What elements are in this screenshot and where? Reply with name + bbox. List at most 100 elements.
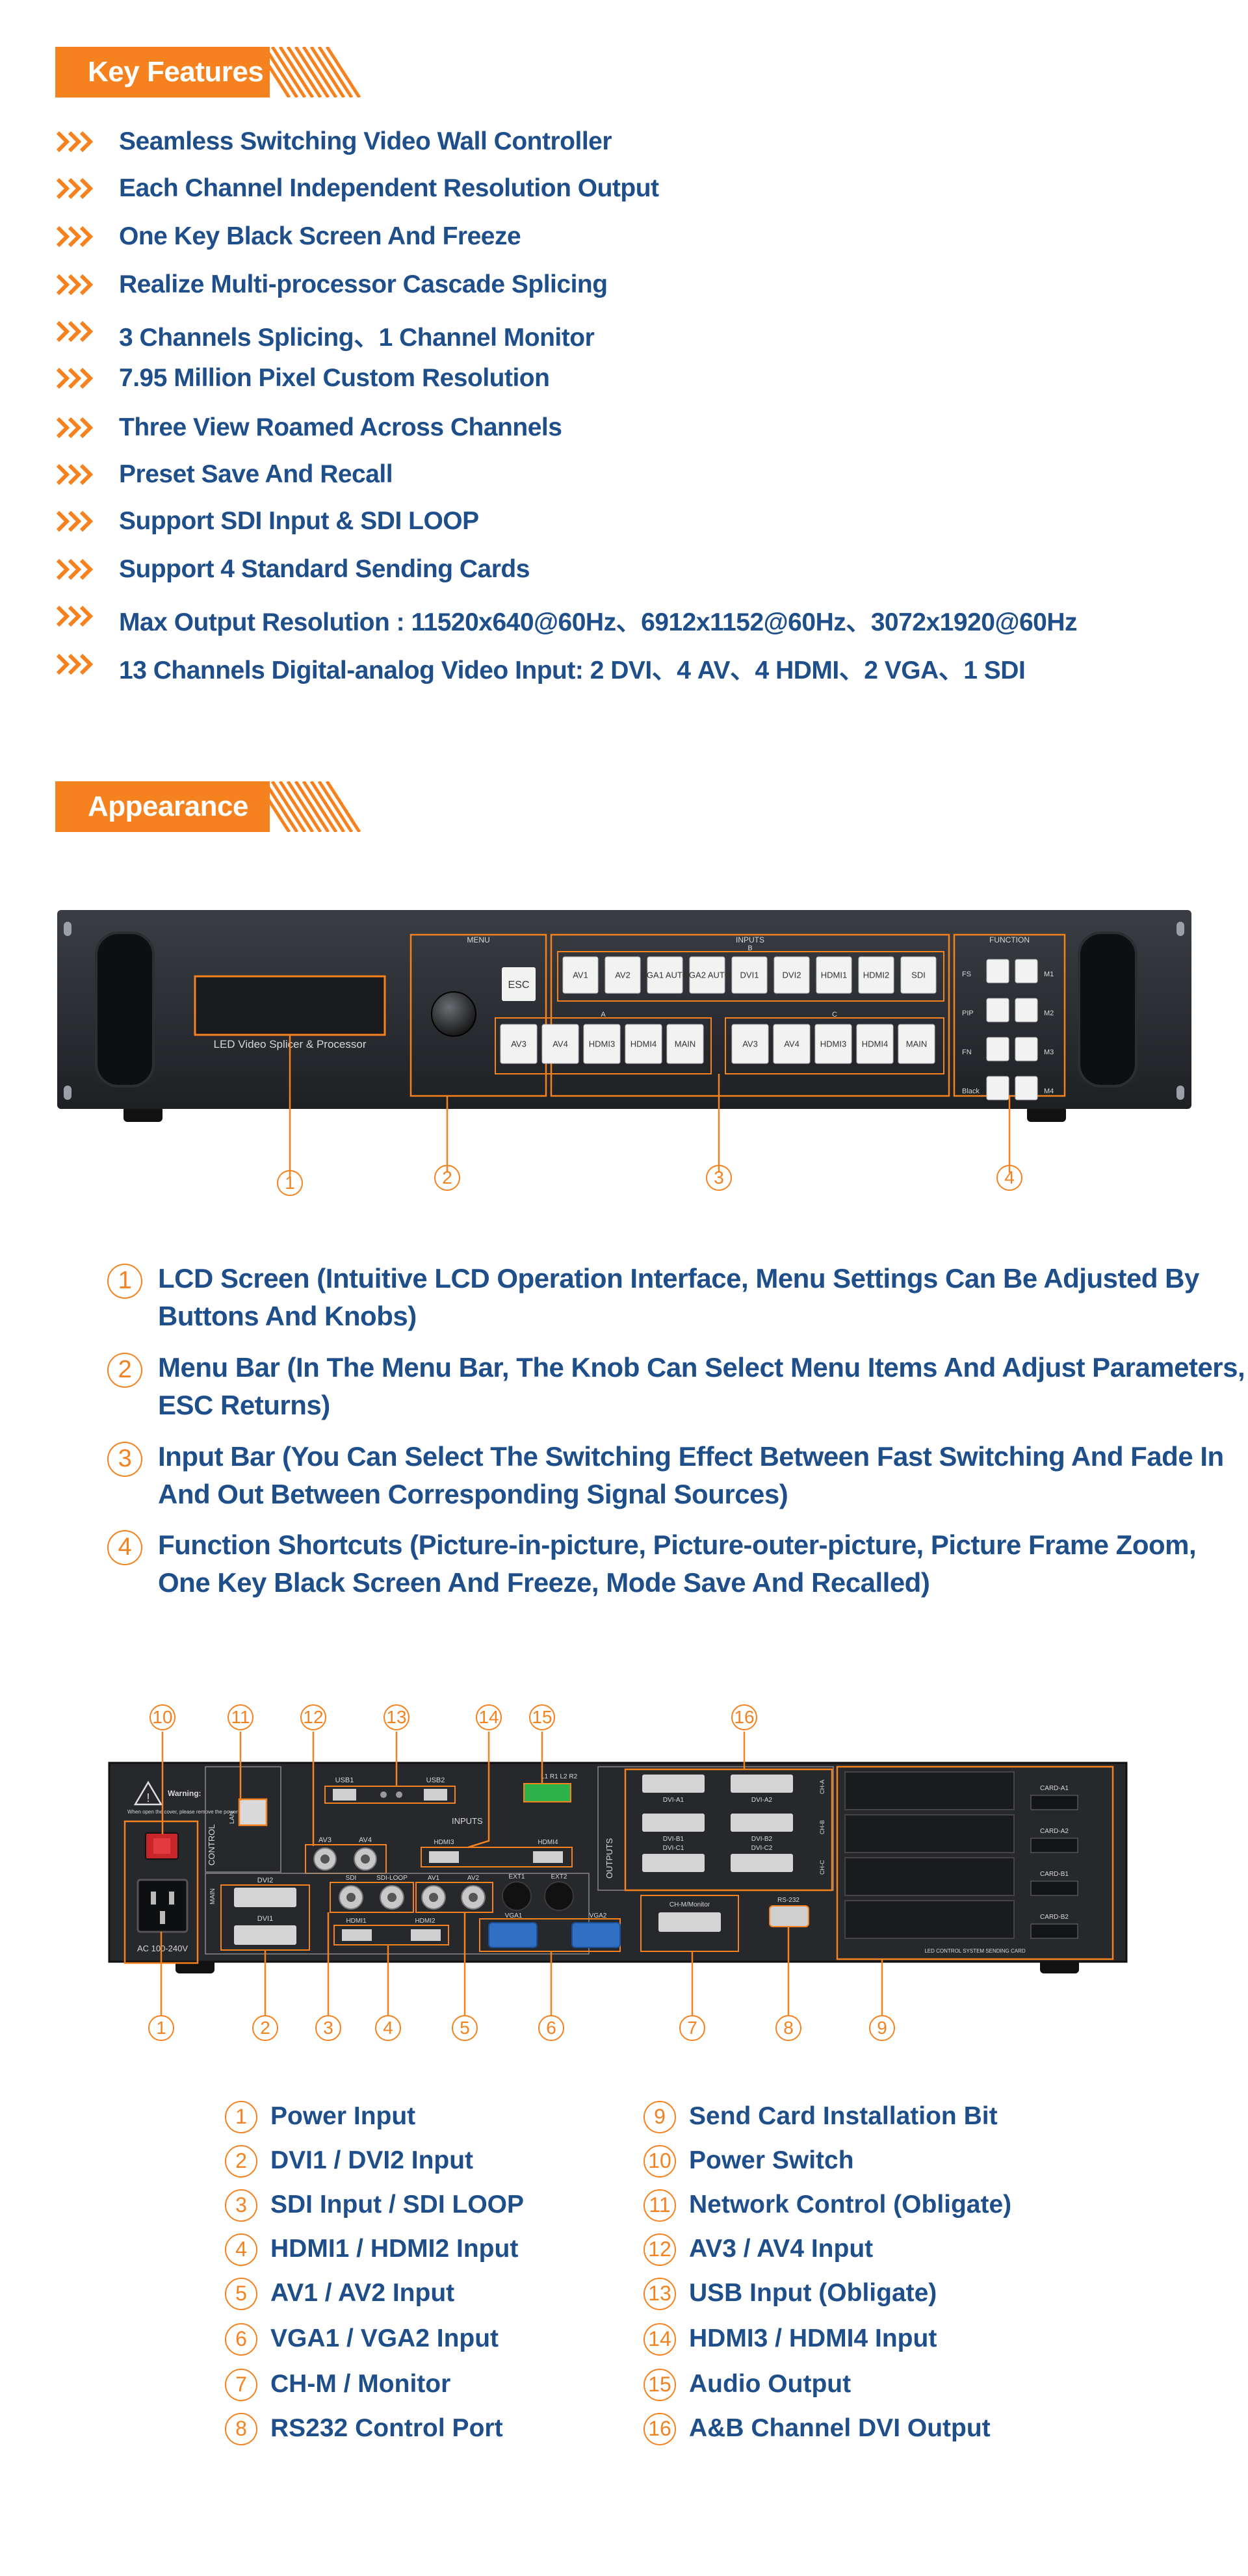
sending-card-bay (836, 1765, 1114, 1960)
function-left-label: FS (962, 970, 971, 978)
legend-text: RS232 Control Port (270, 2414, 503, 2442)
c-button-hdmi3[interactable]: HDMI3 (814, 1024, 852, 1064)
input-button-vga1-auto[interactable]: VGA1 AUTO (641, 956, 689, 994)
legend-text: DVI1 / DVI2 Input (270, 2146, 474, 2174)
input-button-av2[interactable]: AV2 (604, 956, 641, 994)
control-section (205, 1766, 281, 1873)
device-foot (124, 1106, 162, 1122)
inputs-group (550, 933, 950, 1097)
hdmi1-port (342, 1929, 372, 1941)
dvi-b2-label: DVI-B2 (751, 1836, 773, 1843)
legend-text: HDMI3 / HDMI4 Input (689, 2324, 937, 2352)
input-button-dvi2[interactable]: DVI2 (774, 956, 810, 994)
menu-knob[interactable] (431, 991, 476, 1037)
function-button[interactable] (986, 959, 1009, 983)
c-button-hdmi4[interactable]: HDMI4 (856, 1024, 894, 1064)
inputs-row-b (557, 951, 944, 1002)
description-text: Menu Bar (In The Menu Bar, The Knob Can … (158, 1352, 1245, 1420)
function-button[interactable] (1015, 1037, 1038, 1061)
av3-label: AV3 (318, 1836, 332, 1844)
input-button-dvi1[interactable]: DVI1 (731, 956, 768, 994)
legend-number: 9 (644, 2101, 676, 2133)
card-a1-label: CARD-A1 (1040, 1785, 1069, 1792)
warning-icon (133, 1780, 163, 1806)
function-left-label: PIP (962, 1009, 974, 1017)
legend-number: 3 (225, 2189, 257, 2222)
legend-number: 5 (225, 2278, 257, 2310)
c-button-av4-label: AV4 (784, 1039, 800, 1048)
input-button-dvi1-label: DVI1 (740, 970, 759, 980)
usb1-label: USB1 (335, 1776, 354, 1784)
rear-callout-6: 6 (538, 2015, 564, 2041)
c-button-av3-label: AV3 (742, 1039, 758, 1048)
rear-panel-diagram: ! Warning: When open the cover, please r… (108, 1732, 1128, 2015)
a-button-av3[interactable]: AV3 (500, 1024, 538, 1064)
function-button[interactable] (1015, 1076, 1038, 1100)
front-callout-3: 3 (706, 1165, 732, 1191)
dvi-a2-label: DVI-A2 (751, 1797, 773, 1804)
rear-callout-8: 8 (775, 2015, 801, 2041)
input-button-vga2-auto[interactable]: VGA2 AUTO (683, 956, 731, 994)
description-text: LCD Screen (Intuitive LCD Operation Inte… (158, 1263, 1199, 1331)
vga2-port (571, 1922, 621, 1948)
function-button[interactable] (1015, 998, 1038, 1022)
c-button-main-label: MAIN (906, 1039, 928, 1048)
c-button-main[interactable]: MAIN (898, 1024, 935, 1064)
a-button-av3-label: AV3 (511, 1039, 526, 1048)
inputs-label: INPUTS (736, 935, 764, 944)
warning-title: Warning: (168, 1789, 202, 1798)
av1-av2-group (415, 1882, 493, 1913)
legend-number: 1 (225, 2101, 257, 2133)
double-chevron-icon (56, 131, 94, 153)
double-chevron-icon (56, 653, 94, 675)
legend-text: SDI Input / SDI LOOP (270, 2191, 524, 2218)
card-slot-b2 (844, 1900, 1015, 1939)
c-button-hdmi4-label: HDMI4 (862, 1039, 888, 1048)
legend-text: AV3 / AV4 Input (689, 2235, 874, 2263)
a-button-main[interactable]: MAIN (666, 1024, 704, 1064)
ch-a-label: CH-A (819, 1780, 826, 1794)
input-button-av1[interactable]: AV1 (562, 956, 599, 994)
rack-handle (95, 931, 155, 1087)
legend-number: 11 (644, 2189, 676, 2222)
ext2-label: EXT2 (551, 1873, 567, 1880)
input-button-sdi[interactable]: SDI (900, 956, 937, 994)
function-button[interactable] (986, 1076, 1009, 1100)
dvi2-label: DVI2 (257, 1877, 273, 1884)
function-button[interactable] (986, 1037, 1009, 1061)
rear-callout-14: 14 (476, 1704, 502, 1730)
rack-hole (1176, 1086, 1184, 1100)
hdmi4-port (533, 1851, 563, 1863)
hdmi4-label: HDMI4 (538, 1839, 558, 1846)
ch-c-label: CH-C (819, 1860, 826, 1875)
input-button-sdi-label: SDI (911, 970, 926, 980)
input-button-hdmi1[interactable]: HDMI1 (816, 956, 852, 994)
legend-text: CH-M / Monitor (270, 2370, 451, 2398)
inputs-row-c (725, 1017, 944, 1074)
c-button-av3[interactable]: AV3 (731, 1024, 769, 1064)
dvi-output-group (624, 1768, 833, 1892)
input-button-hdmi2[interactable]: HDMI2 (858, 956, 894, 994)
monitor-port (658, 1912, 721, 1932)
description-number: 4 (107, 1530, 142, 1565)
function-left-label: Black (962, 1087, 980, 1095)
legend-number: 6 (225, 2323, 257, 2356)
a-button-hdmi4[interactable]: HDMI4 (625, 1024, 662, 1064)
function-button[interactable] (1015, 959, 1038, 983)
function-button[interactable] (986, 998, 1009, 1022)
a-button-av4[interactable]: AV4 (541, 1024, 579, 1064)
function-right-label: M2 (1044, 1009, 1054, 1017)
feature-text: Support SDI Input & SDI LOOP (119, 507, 479, 535)
c-button-av4[interactable]: AV4 (773, 1024, 811, 1064)
function-left-label: FN (962, 1048, 972, 1056)
c-button-row: AV3 AV4 HDMI3 HDMI4 MAIN (731, 1024, 935, 1064)
hdmi3-port (429, 1851, 459, 1863)
input-button-av1-label: AV1 (573, 970, 588, 980)
a-button-hdmi3[interactable]: HDMI3 (583, 1024, 621, 1064)
rear-callout-16: 16 (731, 1704, 757, 1730)
double-chevron-icon (56, 274, 94, 296)
hdmi3-label: HDMI3 (434, 1839, 454, 1846)
esc-button[interactable] (502, 967, 536, 1001)
hdmi2-port (411, 1929, 441, 1941)
av2-label: AV2 (467, 1875, 480, 1882)
